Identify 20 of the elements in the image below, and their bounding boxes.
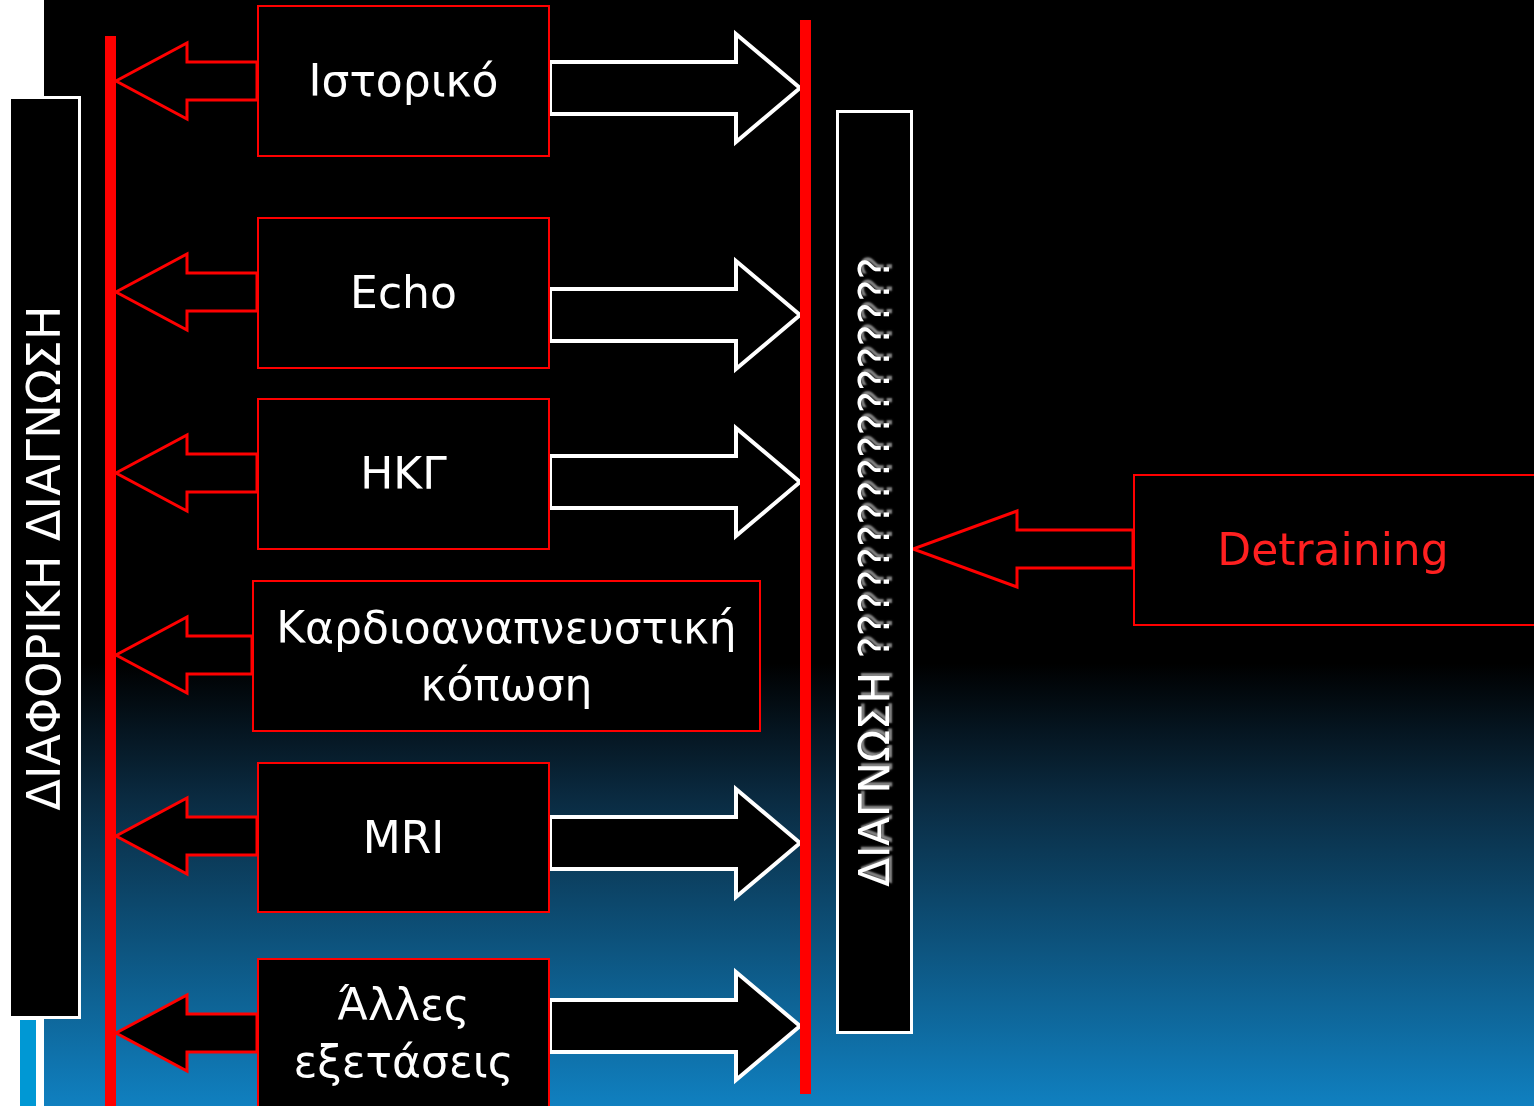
- box-label: ΗΚΓ: [360, 447, 447, 502]
- process-box: [257, 398, 550, 550]
- vertical-title: ΔΙΑΦΟΡΙΚΗ ΔΙΑΓΝΩΣΗ: [15, 305, 72, 810]
- process-box: [257, 762, 550, 913]
- box-label: Καρδιοαναπνευστική κόπωση: [275, 600, 738, 712]
- vertical-bar: [105, 36, 116, 1106]
- process-box: [257, 5, 550, 157]
- vertical-title-box: [8, 96, 81, 1019]
- box-label: MRI: [362, 810, 445, 865]
- process-box: [1133, 474, 1534, 626]
- vertical-bar: [800, 20, 811, 1094]
- process-box: [252, 580, 761, 732]
- box-label: Detraining: [1217, 523, 1449, 578]
- box-label: Echo: [350, 266, 457, 321]
- box-label: Ιστορικό: [308, 54, 499, 109]
- process-box: [257, 217, 550, 369]
- vertical-title-box: [836, 110, 913, 1034]
- vertical-title: ΔΙΑΓΝΩΣΗ ??????????????????: [848, 257, 900, 887]
- process-box: [257, 958, 550, 1106]
- box-label: Άλλες εξετάσεις: [292, 977, 515, 1089]
